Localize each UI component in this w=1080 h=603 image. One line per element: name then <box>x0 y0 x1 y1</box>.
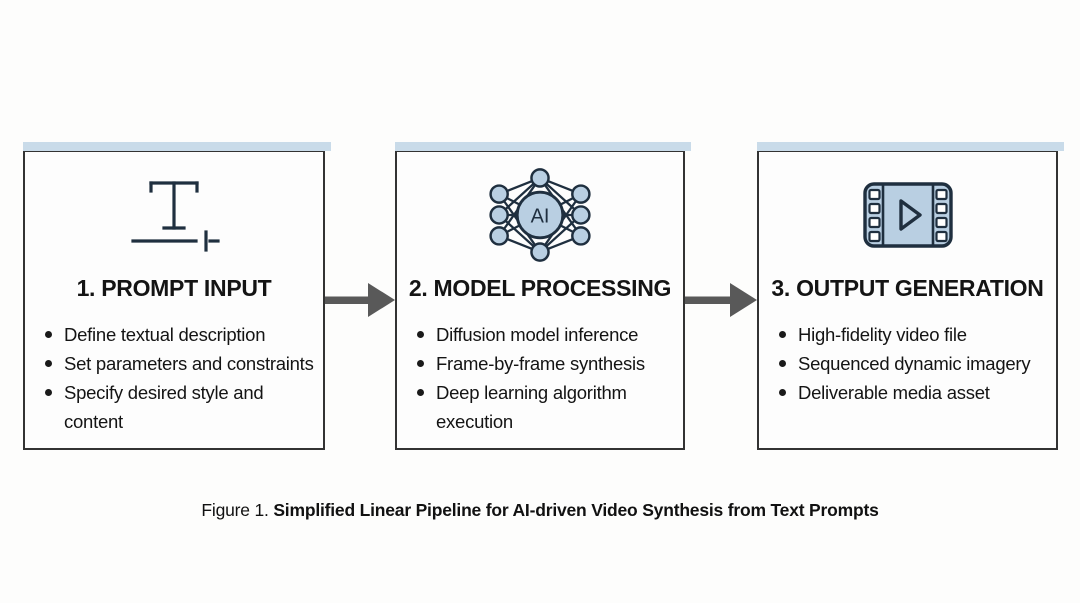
step-bullet-list: Diffusion model inference Frame-by-frame… <box>397 320 683 436</box>
step-bullet-list: Define textual description Set parameter… <box>25 320 323 436</box>
bullet-item: Set parameters and constraints <box>37 349 321 378</box>
step-title: 1. PROMPT INPUT <box>76 275 272 301</box>
step-bullet-list: High-fidelity video file Sequenced dynam… <box>759 320 1056 407</box>
figure-caption-title: Simplified Linear Pipeline for AI-driven… <box>273 500 879 520</box>
step-title: 3. OUTPUT GENERATION <box>771 275 1044 301</box>
bullet-item: Sequenced dynamic imagery <box>771 349 1054 378</box>
figure-caption-prefix: Figure 1. <box>201 500 269 520</box>
step-box-model-processing: AI 2. MODEL PROCESSING Diffusion model i… <box>395 142 691 450</box>
accent-bar <box>395 142 691 151</box>
bullet-item: Define textual description <box>37 320 321 349</box>
ai-network-icon: AI <box>397 164 683 266</box>
accent-bar <box>757 142 1064 151</box>
accent-bar <box>23 142 331 151</box>
video-film-icon <box>759 164 1056 266</box>
flow-arrow <box>325 283 395 317</box>
step-box-prompt-input: 1. PROMPT INPUT Define textual descripti… <box>23 142 331 450</box>
bullet-item: Deep learning algorithm execution <box>409 378 681 436</box>
ai-icon-label: AI <box>531 206 550 228</box>
bullet-item: Diffusion model inference <box>409 320 681 349</box>
bullet-item: Specify desired style and content <box>37 378 321 436</box>
step-box-output-generation: 3. OUTPUT GENERATION High-fidelity video… <box>757 142 1064 450</box>
bullet-item: Deliverable media asset <box>771 378 1054 407</box>
flow-arrow <box>685 283 757 317</box>
bullet-item: Frame-by-frame synthesis <box>409 349 681 378</box>
bullet-item: High-fidelity video file <box>771 320 1054 349</box>
text-input-icon <box>25 164 323 266</box>
step-title: 2. MODEL PROCESSING <box>408 275 672 301</box>
figure-caption: Figure 1. Simplified Linear Pipeline for… <box>0 500 1080 521</box>
